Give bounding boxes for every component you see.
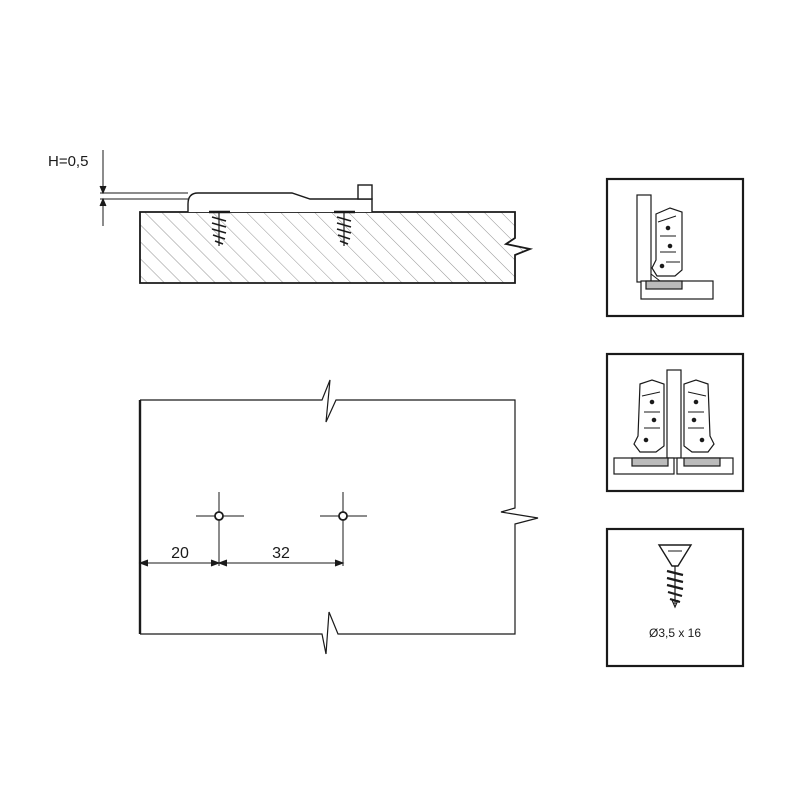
dimension-32-label: 32	[272, 545, 290, 562]
panel-screw	[605, 527, 745, 668]
side-view	[99, 150, 534, 284]
mounting-plate-profile	[187, 192, 373, 212]
screw-spec-label: Ø3,5 x 16	[649, 626, 701, 640]
drill-hole-2	[320, 492, 367, 566]
screw-icon	[657, 544, 693, 609]
screw-right	[334, 210, 355, 246]
mounting-plate	[645, 280, 683, 290]
board-section	[139, 211, 534, 284]
screw-left	[209, 210, 230, 246]
height-label: H=0,5	[48, 153, 88, 170]
drill-hole-1	[196, 492, 244, 566]
side-wall	[636, 194, 652, 283]
plate-stop-tab	[357, 184, 373, 200]
plan-view	[138, 379, 539, 655]
panel-hinge-closed	[605, 177, 745, 318]
panel-outline	[140, 379, 539, 655]
center-wall	[666, 369, 682, 459]
panel-hinge-double	[605, 352, 745, 493]
dimension-20-label: 20	[171, 545, 189, 562]
height-dimension	[99, 150, 188, 226]
spacing-dimension	[138, 559, 345, 567]
hinge-arm	[651, 207, 683, 277]
